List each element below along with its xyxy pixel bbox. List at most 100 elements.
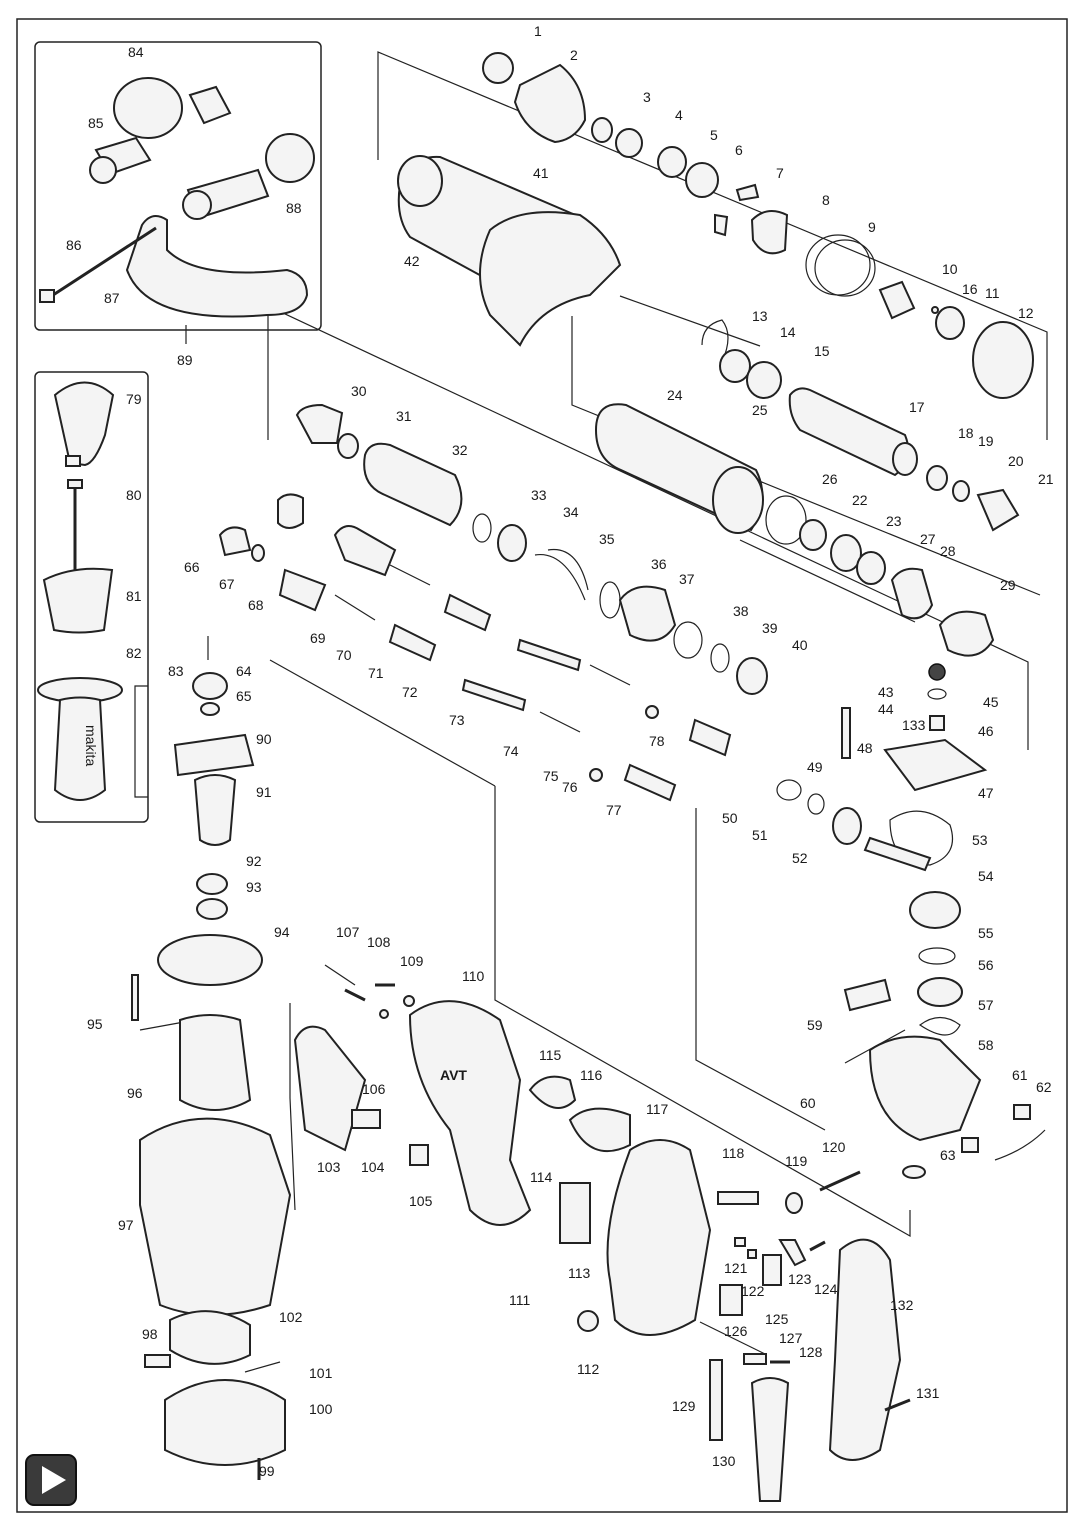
part-label: 117	[646, 1101, 669, 1117]
part-label: 129	[672, 1398, 696, 1414]
part-label: 6	[735, 142, 743, 158]
part-label: 18	[958, 425, 974, 441]
part-label: 130	[712, 1453, 736, 1469]
part-label: 110	[462, 968, 485, 984]
part-label: 100	[309, 1401, 333, 1417]
part-label: 38	[733, 603, 749, 619]
piston-parts	[295, 403, 768, 695]
part-label: 7	[776, 165, 784, 181]
part-label: 131	[916, 1385, 940, 1401]
part-label: 60	[800, 1095, 816, 1111]
part-label: 47	[978, 785, 994, 801]
part-label: 41	[533, 165, 549, 181]
part-label: 127	[779, 1330, 803, 1346]
part-label: 97	[118, 1217, 134, 1233]
part-label: 70	[336, 647, 352, 663]
part-label: 11	[985, 285, 1000, 301]
side-grip-brand: makita	[83, 725, 99, 766]
part-label: 5	[710, 127, 718, 143]
part-label: 17	[909, 399, 925, 415]
part-label: 128	[799, 1344, 823, 1360]
part-label: 32	[452, 442, 468, 458]
part-label: 111	[509, 1292, 530, 1308]
part-label: 61	[1012, 1067, 1028, 1083]
part-label: 116	[580, 1067, 603, 1083]
part-label: 58	[978, 1037, 994, 1053]
part-label: 91	[256, 784, 272, 800]
part-label: 9	[868, 219, 876, 235]
part-label: 26	[822, 471, 838, 487]
part-label: 69	[310, 630, 326, 646]
part-label: 3	[643, 89, 651, 105]
part-label: 79	[126, 391, 142, 407]
part-label: 55	[978, 925, 994, 941]
play-button[interactable]	[25, 1454, 77, 1506]
part-label: 27	[920, 531, 936, 547]
part-label: 56	[978, 957, 994, 973]
part-label: 52	[792, 850, 808, 866]
part-label: 4	[675, 107, 683, 123]
part-label: 109	[400, 953, 424, 969]
part-label: 49	[807, 759, 823, 775]
part-label: 114	[530, 1169, 553, 1185]
part-label: 30	[351, 383, 367, 399]
part-label: 118	[722, 1145, 745, 1161]
side-handle-inset-box	[34, 41, 322, 331]
part-label: 22	[852, 492, 868, 508]
part-label: 40	[792, 637, 808, 653]
part-label: 20	[1008, 453, 1024, 469]
part-label: 73	[449, 712, 465, 728]
part-label: 82	[126, 645, 142, 661]
side-handle-assembly	[39, 77, 315, 318]
spindle-parts	[594, 319, 1020, 657]
part-label: 93	[246, 879, 262, 895]
part-label: 126	[724, 1323, 748, 1339]
part-label: 86	[66, 237, 82, 253]
cylinder-internals	[218, 493, 732, 802]
part-label: 133	[902, 717, 926, 733]
gear-housing-parts	[776, 663, 1046, 1179]
part-label: 59	[807, 1017, 823, 1033]
part-label: 54	[978, 868, 994, 884]
part-label: 62	[1036, 1079, 1052, 1095]
part-label: 106	[362, 1081, 386, 1097]
part-label: 83	[168, 663, 184, 679]
part-label: 12	[1018, 305, 1034, 321]
part-label: 13	[752, 308, 768, 324]
part-label: 103	[317, 1159, 341, 1175]
part-label: 25	[752, 402, 768, 418]
part-label: 14	[780, 324, 796, 340]
part-label: 88	[286, 200, 302, 216]
chuck-front-parts	[482, 52, 1034, 399]
part-label: 31	[396, 408, 412, 424]
part-label: 84	[128, 44, 144, 60]
part-label: 101	[309, 1365, 333, 1381]
part-label: 77	[606, 802, 622, 818]
part-label: 76	[562, 779, 578, 795]
part-label: 87	[104, 290, 120, 306]
part-label: 107	[336, 924, 360, 940]
part-label: 125	[765, 1311, 789, 1327]
part-label: 64	[236, 663, 252, 679]
part-label: 10	[942, 261, 958, 277]
part-label: 95	[87, 1016, 103, 1032]
part-label: 21	[1038, 471, 1054, 487]
part-label: 1	[534, 23, 542, 39]
part-label: 24	[667, 387, 683, 403]
part-label: 57	[978, 997, 994, 1013]
part-label: 122	[741, 1283, 765, 1299]
part-label: 121	[724, 1260, 748, 1276]
part-label: 28	[940, 543, 956, 559]
part-label: 34	[563, 504, 579, 520]
part-label: 132	[890, 1297, 914, 1313]
part-labels: 1 2 3 4 5 6 7 8 9 10 11 12 13 14 15 16 1…	[66, 23, 1054, 1479]
part-label: 94	[274, 924, 290, 940]
part-label: 2	[570, 47, 578, 63]
side-grip-assembly: makita	[37, 381, 123, 801]
part-label: 92	[246, 853, 262, 869]
part-label: 124	[814, 1281, 838, 1297]
part-label: 33	[531, 487, 547, 503]
part-label: 75	[543, 768, 559, 784]
rear-housing-parts: AVT	[293, 964, 911, 1502]
